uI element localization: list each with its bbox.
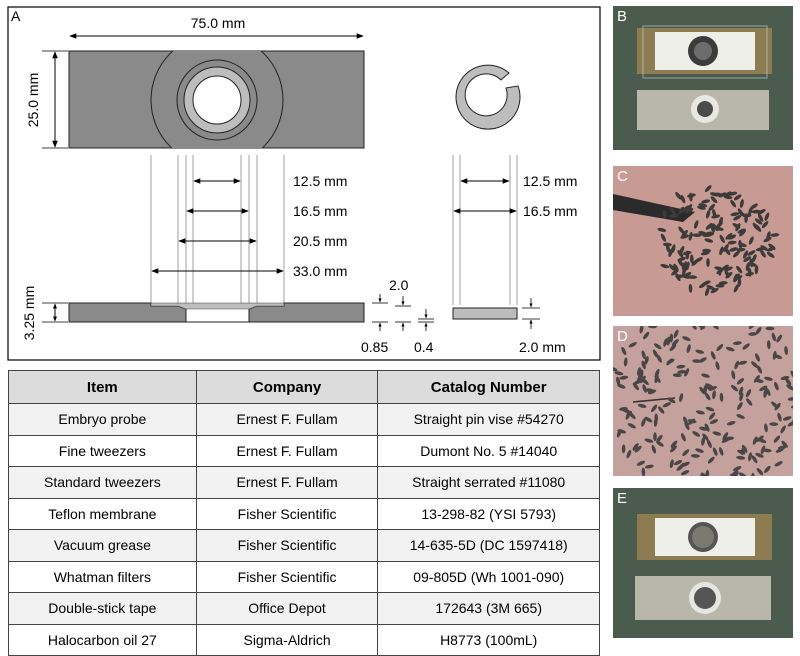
photo-c: C [613, 166, 793, 316]
embryo-shape [653, 432, 657, 441]
width-label: 75.0 mm [191, 15, 245, 31]
header-catalog-number: Catalog Number [378, 371, 600, 404]
cell-catalog: 09-805D (Wh 1001-090) [378, 561, 600, 593]
cell-item: Halocarbon oil 27 [9, 624, 197, 656]
cell-item: Embryo probe [9, 404, 197, 436]
cell-item: Fine tweezers [9, 435, 197, 467]
dim-12-5-label: 12.5 mm [293, 173, 347, 189]
cell-company: Ernest F. Fullam [196, 435, 378, 467]
cell-company: Fisher Scientific [196, 561, 378, 593]
ring-dim-12-5-label: 12.5 mm [523, 173, 577, 189]
ring-guide-lines [453, 155, 517, 305]
cell-catalog: H8773 (100mL) [378, 624, 600, 656]
cell-item: Standard tweezers [9, 467, 197, 499]
ring-dim-16-5-label: 16.5 mm [523, 203, 577, 219]
table-row: Halocarbon oil 27 Sigma-Aldrich H8773 (1… [9, 624, 600, 656]
ring-side-view [453, 308, 517, 319]
dim-20-5-label: 20.5 mm [293, 233, 347, 249]
photo-e-letter: E [617, 490, 627, 507]
cell-company: Fisher Scientific [196, 498, 378, 530]
header-item: Item [9, 371, 197, 404]
height-label: 25.0 mm [25, 73, 41, 127]
ring-thickness-indicator [522, 298, 540, 329]
cell-catalog: Dumont No. 5 #14040 [378, 435, 600, 467]
photo-c-image [613, 166, 793, 316]
slide-guide-lines [151, 155, 284, 303]
panel-a-letter: A [11, 8, 21, 24]
photo-d: D [613, 326, 793, 476]
cell-company: Ernest F. Fullam [196, 404, 378, 436]
photo-e: E [613, 488, 793, 638]
photo-b-letter: B [617, 8, 627, 25]
cell-item: Teflon membrane [9, 498, 197, 530]
cell-catalog: 14-635-5D (DC 1597418) [378, 530, 600, 562]
cell-item: Whatman filters [9, 561, 197, 593]
step-0-4-label: 0.4 [414, 339, 434, 355]
step-2-0-label: 2.0 [389, 277, 409, 293]
cell-catalog: Straight pin vise #54270 [378, 404, 600, 436]
cell-catalog: 172643 (3M 665) [378, 593, 600, 625]
table-row: Embryo probe Ernest F. Fullam Straight p… [9, 404, 600, 436]
embryo-shape [706, 258, 710, 267]
supplies-table: Item Company Catalog Number Embryo probe… [8, 370, 600, 656]
table-row: Double-stick tape Office Depot 172643 (3… [9, 593, 600, 625]
table-row: Whatman filters Fisher Scientific 09-805… [9, 561, 600, 593]
table-row: Fine tweezers Ernest F. Fullam Dumont No… [9, 435, 600, 467]
cell-company: Ernest F. Fullam [196, 467, 378, 499]
table-row: Standard tweezers Ernest F. Fullam Strai… [9, 467, 600, 499]
header-company: Company [196, 371, 378, 404]
cell-company: Sigma-Aldrich [196, 624, 378, 656]
photo-d-letter: D [617, 328, 628, 345]
table-header-row: Item Company Catalog Number [9, 371, 600, 404]
cell-item: Vacuum grease [9, 530, 197, 562]
photo-d-image [613, 326, 793, 476]
thickness-label: 3.25 mm [21, 286, 37, 340]
slide-hole [193, 76, 241, 124]
cell-catalog: 13-298-82 (YSI 5793) [378, 498, 600, 530]
cell-company: Fisher Scientific [196, 530, 378, 562]
photo-c-letter: C [617, 168, 628, 185]
step-0-85-label: 0.85 [361, 339, 388, 355]
cell-catalog: Straight serrated #11080 [378, 467, 600, 499]
table-row: Teflon membrane Fisher Scientific 13-298… [9, 498, 600, 530]
step-indicators [372, 294, 434, 331]
cell-item: Double-stick tape [9, 593, 197, 625]
dim-16-5-label: 16.5 mm [293, 203, 347, 219]
ring-thickness-label: 2.0 mm [519, 339, 566, 355]
photo-e-image [613, 488, 793, 638]
photo-b-image [613, 6, 793, 150]
table-row: Vacuum grease Fisher Scientific 14-635-5… [9, 530, 600, 562]
photo-b: B [613, 6, 793, 150]
dim-33-label: 33.0 mm [293, 263, 347, 279]
cell-company: Office Depot [196, 593, 378, 625]
ring-top-view [456, 65, 520, 129]
